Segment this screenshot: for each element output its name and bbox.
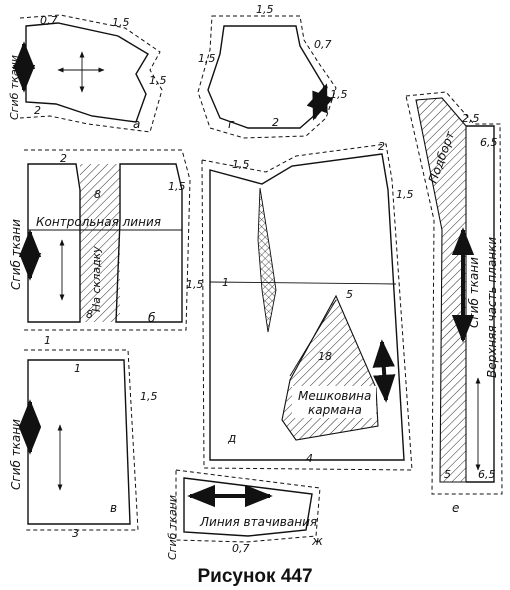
piece-e-letter: е	[452, 501, 459, 515]
piece-d-dim-4: 1,5	[186, 278, 204, 291]
piece-zh-seam-allowance	[175, 469, 321, 543]
piece-d-dim-7: 18	[318, 350, 332, 363]
piece-d-arrow	[372, 339, 396, 403]
piece-d-dim-1: 1,5	[232, 158, 250, 171]
piece-g-seam-allowance	[197, 15, 337, 139]
piece-b-dim-4: 8	[86, 308, 93, 321]
piece-zh-dim-1: 0,7	[232, 542, 250, 555]
piece-v: Сгиб ткани 1 1,5 3 в	[9, 349, 158, 540]
piece-a-letter: а	[133, 117, 140, 131]
piece-d-dim-8: 4	[306, 452, 313, 465]
piece-b-left-panel	[27, 163, 81, 323]
piece-e: Подборт Сгиб ткани Верхняя часть планки …	[405, 91, 503, 515]
piece-a-fold-label: Сгиб ткани	[8, 55, 21, 120]
figure-caption: Рисунок 447	[197, 566, 312, 587]
piece-e-top-strip-label: Верхняя часть планки	[485, 237, 499, 378]
piece-zh-outline	[183, 477, 313, 537]
piece-d-dim-3: 1,5	[396, 188, 414, 201]
piece-g: 1,5 1,5 0,7 1,5 2 г	[197, 3, 348, 139]
piece-g-arrow	[306, 83, 334, 121]
piece-d-dart	[257, 187, 277, 333]
piece-b: Сгиб ткани Контрольная линия На складку …	[9, 149, 191, 347]
piece-e-seam-allowance	[405, 91, 503, 495]
piece-d-dim-2: 2	[378, 140, 385, 153]
piece-g-dim-1: 1,5	[256, 3, 274, 16]
piece-v-letter: в	[110, 501, 117, 515]
piece-d-pocket-label-bg	[292, 386, 376, 418]
piece-d-pocket-dim-line	[289, 299, 337, 377]
piece-v-dim-3: 3	[72, 527, 79, 540]
piece-v-dim-2: 1,5	[140, 390, 158, 403]
piece-v-seam-allowance	[24, 349, 139, 531]
piece-b-letter: б	[148, 311, 156, 325]
piece-g-dim-3: 0,7	[314, 38, 332, 51]
piece-v-fold-label: Сгиб ткани	[9, 419, 23, 490]
piece-g-dim-2: 1,5	[198, 52, 216, 65]
piece-e-top-strip	[466, 125, 495, 483]
piece-a: Сгиб ткани 0,7 1,5 1,5 2 а	[8, 14, 167, 133]
piece-b-fold-label: Сгиб ткани	[9, 219, 23, 290]
piece-a-dim-2: 1,5	[112, 16, 130, 29]
piece-d: Мешковина кармана 1,5 2 1,5 1,5 1 5 18 4…	[186, 140, 414, 471]
piece-b-right-panel	[115, 163, 183, 323]
piece-d-hip-line	[209, 281, 397, 285]
piece-d-pocket-label-1: Мешковина	[298, 389, 371, 403]
piece-g-dim-4: 1,5	[330, 88, 348, 101]
piece-g-letter: г	[228, 117, 235, 131]
piece-a-outline	[25, 22, 149, 123]
piece-zh-fold-label: Сгиб ткани	[166, 495, 179, 560]
piece-a-dim-3: 1,5	[149, 74, 167, 87]
piece-a-seam-allowance	[19, 14, 163, 133]
piece-b-dim-5: 1	[44, 334, 51, 347]
piece-zh-sew-line-label: Линия втачивания	[199, 515, 317, 529]
piece-a-dim-4: 2	[34, 104, 41, 117]
piece-d-pocket-label-2: кармана	[308, 403, 362, 417]
piece-d-outline	[209, 153, 405, 461]
piece-e-dim-4: 6,5	[478, 468, 496, 481]
piece-e-dim-1: 2,5	[462, 112, 480, 125]
piece-b-pleat-label: На складку	[90, 246, 103, 312]
piece-e-dim-3: 5	[444, 468, 451, 481]
piece-d-seam-allowance	[201, 143, 413, 471]
piece-b-dim-2: 8	[94, 188, 101, 201]
piece-zh-letter: ж	[311, 534, 323, 548]
piece-g-outline	[207, 25, 325, 129]
piece-b-control-line-label: Контрольная линия	[36, 215, 161, 229]
piece-zh: Сгиб ткани Линия втачивания 0,7 ж	[166, 469, 323, 560]
piece-d-letter: д	[227, 431, 236, 445]
piece-e-dim-2: 6,5	[480, 136, 498, 149]
piece-b-pleat-hatch	[80, 164, 120, 322]
piece-d-pocket	[281, 294, 379, 441]
piece-a-dim-1: 0,7	[40, 14, 58, 27]
piece-b-dim-3: 1,5	[168, 180, 186, 193]
piece-b-dim-1: 2	[60, 152, 67, 165]
piece-d-dim-5: 1	[222, 276, 229, 289]
piece-e-fold-label: Сгиб ткани	[467, 257, 481, 328]
piece-v-dim-1: 1	[74, 362, 81, 375]
piece-g-dim-5: 2	[272, 116, 279, 129]
piece-d-dim-6: 5	[346, 288, 353, 301]
piece-b-seam-allowance	[24, 149, 191, 331]
piece-v-outline	[27, 359, 131, 525]
